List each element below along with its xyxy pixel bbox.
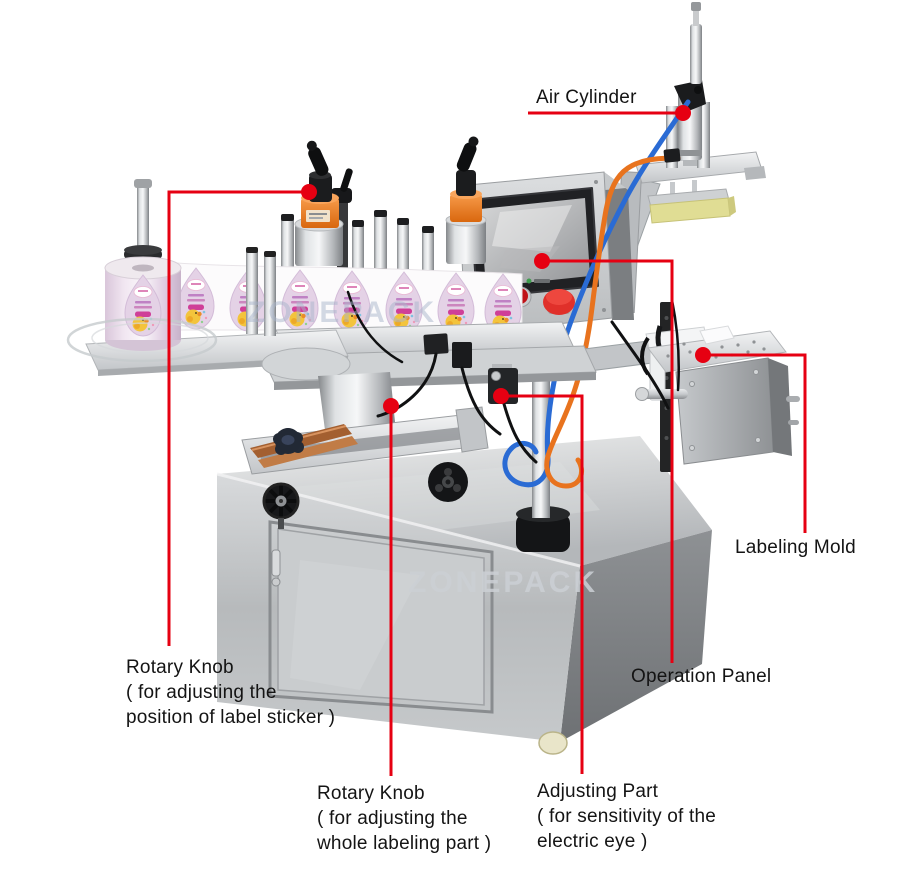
callout-label-line: ( for sensitivity of the (537, 806, 717, 827)
door-latch (271, 549, 281, 577)
callout-label-rotary-knob-position: Rotary Knob ( for adjusting the position… (126, 655, 335, 730)
adjusting-part-graphic[interactable] (488, 364, 518, 404)
rotary-knob-label-position-graphic[interactable] (294, 139, 344, 266)
callout-label-line: Rotary Knob (126, 657, 234, 678)
watermark-upper: ZONEPACK (247, 296, 437, 329)
callout-label-line: ( for adjusting the (317, 808, 468, 829)
machine-foot (538, 731, 568, 755)
star-knob[interactable] (273, 428, 304, 455)
callout-label-adjusting-part: Adjusting Part ( for sensitivity of the … (537, 779, 716, 854)
callout-label-line: ( for adjusting the (126, 682, 277, 703)
callout-label-line: position of label sticker ) (126, 707, 336, 728)
callout-label-labeling-mold: Labeling Mold (735, 537, 856, 558)
rotary-knob-secondary-graphic[interactable] (445, 134, 487, 264)
callout-label-line: Rotary Knob (317, 783, 425, 804)
callout-label-line: Adjusting Part (537, 781, 659, 802)
callout-label-air-cylinder: Air Cylinder (536, 87, 637, 108)
callout-label-rotary-knob-whole: Rotary Knob ( for adjusting the whole la… (317, 781, 491, 856)
rotary-knob-whole-part-graphic[interactable] (428, 462, 468, 502)
callout-label-line: whole labeling part ) (317, 833, 492, 854)
callout-label-line: electric eye ) (537, 831, 648, 852)
callout-label-operation-panel: Operation Panel (631, 666, 772, 687)
watermark-lower: ZONEPACK (408, 566, 598, 599)
